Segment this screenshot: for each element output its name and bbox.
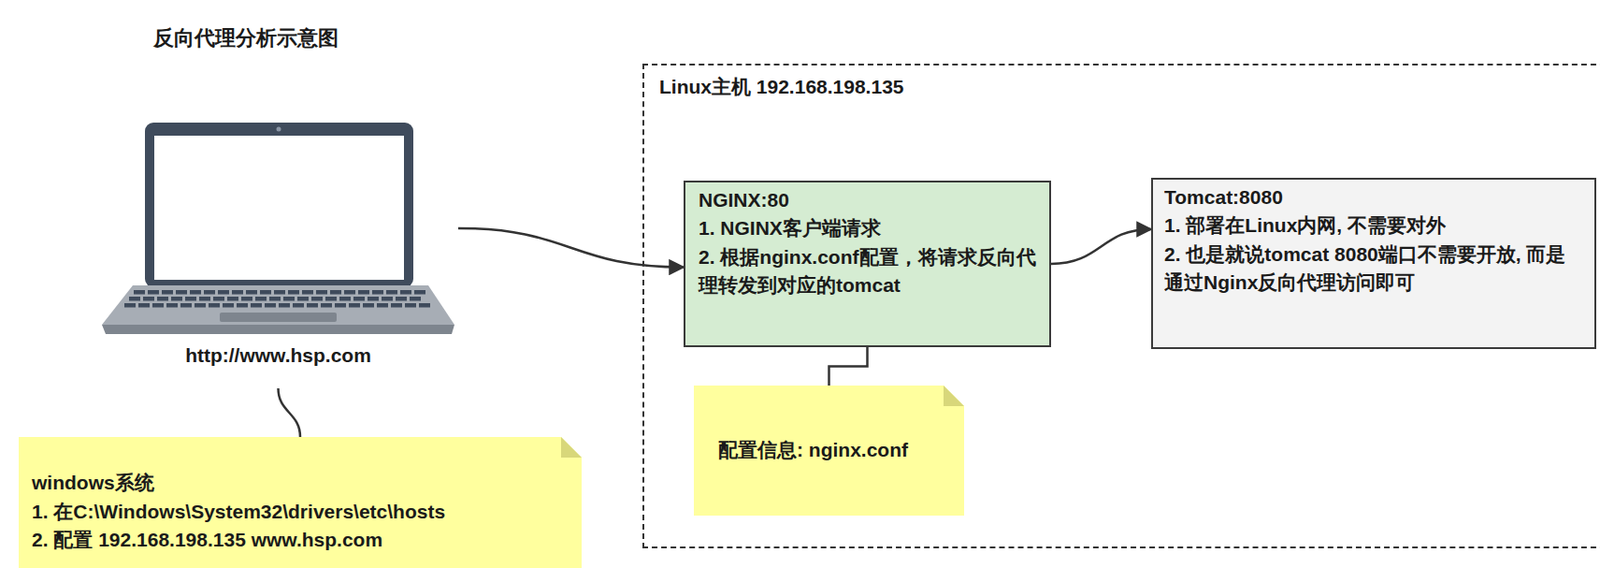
key	[152, 302, 164, 308]
connector	[1051, 229, 1152, 264]
node-text: 2. 也是就说tomcat 8080端口不需要开放, 而是通过Nginx反向代理…	[1164, 240, 1582, 298]
node-heading: Linux主机 192.168.198.135	[659, 72, 1599, 101]
key	[217, 289, 230, 295]
node-heading: NGINX:80	[698, 186, 1037, 215]
key	[255, 296, 267, 302]
note-fold	[943, 385, 965, 406]
key	[386, 289, 398, 295]
key	[325, 296, 337, 302]
note-paper	[18, 436, 582, 568]
key	[147, 289, 159, 295]
key	[358, 289, 370, 295]
key	[157, 296, 169, 302]
linux-host-region: Linux主机 192.168.198.135NGINX:801. NGINX客…	[642, 63, 1600, 548]
key	[213, 296, 225, 302]
key	[245, 289, 258, 295]
node-text: 1. 部署在Linux内网, 不需要对外	[1164, 211, 1582, 240]
key	[302, 289, 314, 295]
diagram-title: 反向代理分析示意图	[153, 24, 339, 53]
node-text: 2. 配置 192.168.198.135 www.hsp.com	[31, 525, 545, 554]
tomcat-box: Tomcat:80801. 部署在Linux内网, 不需要对外2. 也是就说to…	[1151, 177, 1597, 349]
screen-frame	[144, 122, 414, 288]
key	[278, 302, 290, 308]
key	[133, 289, 145, 295]
key	[199, 296, 211, 302]
config-note: 配置信息: nginx.conf	[693, 385, 965, 516]
key	[161, 289, 173, 295]
key	[316, 289, 328, 295]
key	[250, 302, 262, 308]
key	[390, 302, 403, 308]
key	[171, 296, 183, 302]
touchpad	[219, 312, 337, 322]
key	[339, 296, 351, 302]
laptop-client: http://www.hsp.com	[98, 116, 459, 389]
key	[227, 296, 239, 302]
key	[297, 296, 309, 302]
note-fold	[561, 436, 582, 458]
key	[259, 289, 272, 295]
key	[409, 296, 421, 302]
key	[189, 289, 202, 295]
key	[166, 302, 178, 308]
key	[404, 302, 417, 308]
laptop-illustration	[98, 116, 459, 338]
screen	[154, 135, 404, 280]
node-text: 1. 在C:\Windows\System32\drivers\etc\host…	[31, 497, 545, 526]
key	[311, 296, 323, 302]
node-text: 2. 根据nginx.conf配置，将请求反向代理转发到对应的tomcat	[698, 243, 1037, 301]
key	[231, 289, 244, 295]
key	[372, 289, 384, 295]
node-heading: 配置信息: nginx.conf	[718, 435, 937, 464]
key	[288, 289, 300, 295]
key	[376, 302, 389, 308]
camera	[276, 127, 282, 132]
nginx-box: NGINX:801. NGINX客户端请求2. 根据nginx.conf配置，将…	[683, 180, 1052, 347]
key	[194, 302, 206, 308]
key	[180, 302, 192, 308]
windows-note: windows系统1. 在C:\Windows\System32\drivers…	[18, 436, 582, 568]
key	[320, 302, 332, 308]
key	[381, 296, 393, 302]
key	[129, 296, 141, 302]
node-text: 1. NGINX客户端请求	[698, 214, 1037, 243]
key	[414, 289, 426, 295]
key	[362, 302, 375, 308]
key	[367, 296, 379, 302]
laptop-base-edge	[101, 324, 455, 334]
key	[175, 289, 188, 295]
connector	[278, 388, 302, 437]
node-heading: Tomcat:8080	[1164, 183, 1582, 212]
key	[264, 302, 276, 308]
key	[283, 296, 295, 302]
key	[203, 289, 216, 295]
key	[400, 289, 412, 295]
key	[334, 302, 346, 308]
node-heading: http://www.hsp.com	[98, 341, 459, 370]
key	[353, 296, 365, 302]
connector	[458, 228, 684, 268]
key	[292, 302, 304, 308]
note-paper	[693, 385, 965, 516]
key	[185, 296, 197, 302]
key	[124, 302, 136, 308]
key	[143, 296, 155, 302]
key	[269, 296, 281, 302]
key	[241, 296, 253, 302]
key	[418, 302, 431, 308]
key	[330, 289, 342, 295]
key	[138, 302, 150, 308]
key	[344, 289, 356, 295]
key	[306, 302, 318, 308]
node-heading: windows系统	[31, 468, 545, 497]
key	[236, 302, 248, 308]
key	[348, 302, 361, 308]
key	[208, 302, 220, 308]
key	[395, 296, 407, 302]
laptop-base	[101, 285, 455, 325]
key	[273, 289, 286, 295]
connector	[829, 346, 868, 386]
key	[222, 302, 234, 308]
